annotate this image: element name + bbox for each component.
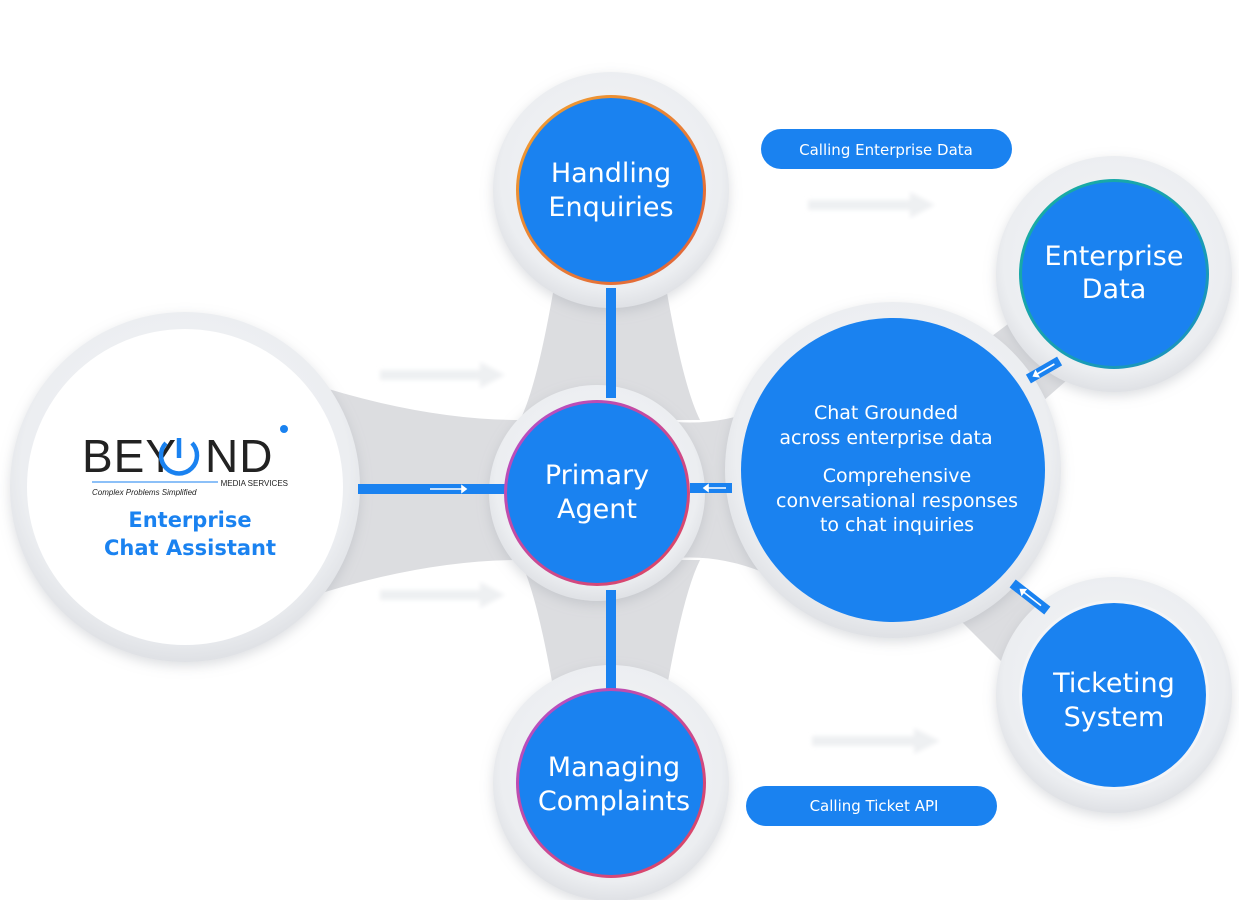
arrow-right-icon bbox=[380, 582, 505, 608]
brand-plate: BEY ND MEDIA SERVICES Complex Problems S… bbox=[27, 329, 343, 645]
data-line1: Enterprise bbox=[1045, 241, 1184, 272]
brand-disc bbox=[27, 329, 343, 645]
logo-subtitle: MEDIA SERVICES bbox=[221, 479, 288, 488]
disc-hub bbox=[741, 318, 1045, 622]
pill-calling-enterprise-data: Calling Enterprise Data bbox=[761, 129, 1012, 169]
bar-agent-to-complaints bbox=[606, 590, 616, 690]
hub-heading-line2: across enterprise data bbox=[779, 427, 992, 449]
arrow-right-icon bbox=[808, 192, 935, 218]
logo-tagline: Complex Problems Simplified bbox=[92, 488, 197, 497]
ticketing-line2: System bbox=[1064, 702, 1165, 733]
logo-dot bbox=[280, 425, 288, 433]
pill-label: Calling Enterprise Data bbox=[799, 141, 973, 159]
power-icon bbox=[158, 438, 200, 476]
arrow-left-icon bbox=[1032, 363, 1055, 378]
arrow-left-icon bbox=[1019, 588, 1042, 607]
bar-arrows bbox=[430, 363, 1055, 607]
disc-enquiries bbox=[519, 98, 703, 282]
arrow-right-icon bbox=[380, 362, 505, 388]
hub-heading-line1: Chat Grounded bbox=[814, 402, 958, 424]
enquiries-line2: Enquiries bbox=[548, 192, 673, 223]
disc-agent bbox=[507, 403, 687, 583]
disc-ticketing bbox=[1022, 603, 1206, 787]
pill-bg bbox=[746, 786, 997, 826]
complaints-line1: Managing bbox=[548, 752, 680, 783]
agent-line1: Primary bbox=[545, 460, 649, 491]
node-chat-hub: Chat Grounded across enterprise data Com… bbox=[741, 318, 1045, 622]
ghost-arrows bbox=[380, 192, 940, 754]
arrow-right-icon bbox=[812, 728, 940, 754]
hub-body-line2: conversational responses bbox=[776, 490, 1018, 512]
node-managing-complaints: Managing Complaints bbox=[516, 688, 706, 878]
pill-bg bbox=[761, 129, 1012, 169]
arrow-right-icon bbox=[430, 484, 468, 494]
data-line2: Data bbox=[1082, 274, 1146, 305]
bar-agent-to-enquiries bbox=[606, 288, 616, 398]
disc-data bbox=[1022, 182, 1206, 366]
brand-title-line1: Enterprise bbox=[128, 508, 251, 532]
hub-body-line3: to chat inquiries bbox=[820, 514, 974, 536]
pill-calling-ticket-api: Calling Ticket API bbox=[746, 786, 997, 826]
node-ticketing-system: Ticketing System bbox=[1019, 600, 1209, 790]
ticketing-line1: Ticketing bbox=[1052, 668, 1175, 699]
complaints-line2: Complaints bbox=[538, 786, 690, 817]
logo-word-right: ND bbox=[205, 430, 273, 482]
pill-label: Calling Ticket API bbox=[810, 797, 939, 815]
arrow-left-icon bbox=[702, 483, 726, 493]
node-handling-enquiries: Handling Enquiries bbox=[516, 95, 706, 285]
agent-line2: Agent bbox=[557, 494, 637, 525]
node-primary-agent: Primary Agent bbox=[504, 400, 690, 586]
brand-title-line2: Chat Assistant bbox=[104, 536, 276, 560]
enquiries-line1: Handling bbox=[551, 158, 671, 189]
hub-body-line1: Comprehensive bbox=[823, 465, 971, 487]
disc-complaints bbox=[519, 691, 703, 875]
node-enterprise-data: Enterprise Data bbox=[1019, 179, 1209, 369]
